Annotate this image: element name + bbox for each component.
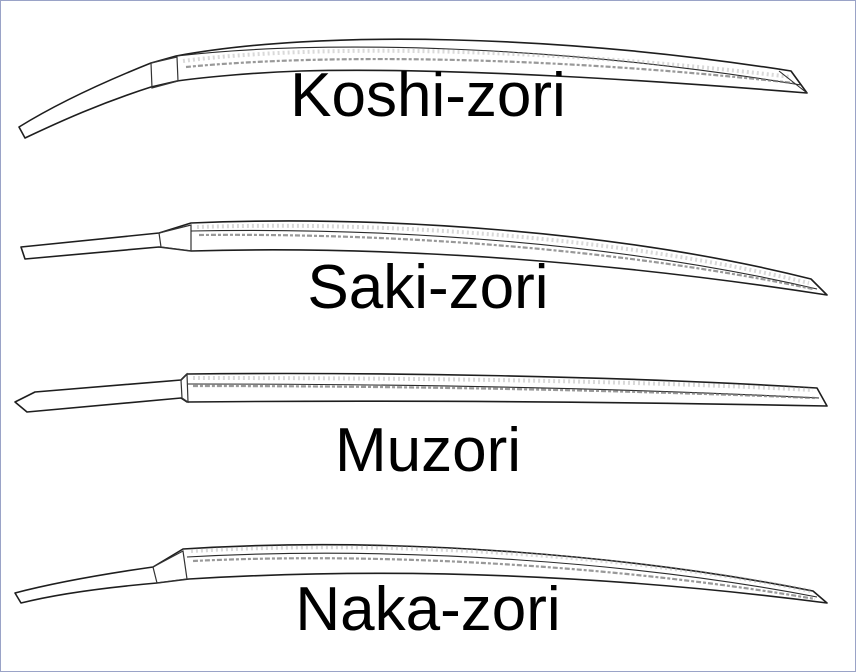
naka-zori-label: Naka-zori	[295, 575, 561, 644]
saki-zori-label: Saki-zori	[307, 253, 549, 322]
muzori-label: Muzori	[334, 416, 522, 485]
naka-zori-sword-icon	[14, 543, 828, 604]
muzori-panel: Muzori	[1, 366, 855, 486]
koshi-zori-panel: Koshi-zori	[1, 1, 855, 161]
saki-zori-panel: Saki-zori	[1, 201, 855, 331]
koshi-zori-sword-icon	[18, 38, 808, 139]
naka-zori-panel: Naka-zori	[1, 521, 855, 671]
saki-zori-sword-icon	[20, 220, 828, 296]
muzori-sword-icon	[14, 372, 828, 413]
koshi-zori-label: Koshi-zori	[290, 61, 566, 130]
